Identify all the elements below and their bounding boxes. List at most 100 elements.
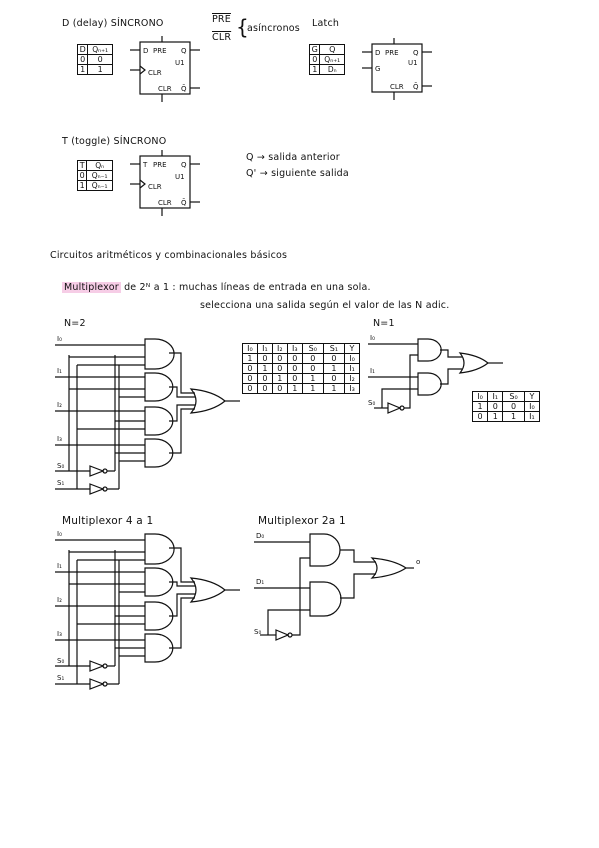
d-flipflop-block: D PRE Q U1 CLR CLR Q̄ (130, 36, 200, 102)
d-r0c0: 0 (76, 54, 89, 65)
m4-r3c3: 1 (286, 383, 303, 394)
mux21-s0-label: S₀ (254, 628, 261, 636)
pre-label: PRE (212, 14, 231, 25)
latch-qbar-pin: Q̄ (413, 82, 419, 91)
m4-r3c4: 1 (301, 383, 324, 394)
m4-r2c1: 0 (256, 373, 273, 384)
t-ff-clr-pin: CLR (158, 199, 172, 207)
m4-r3c0: 0 (242, 383, 258, 394)
m4-r2c4: 1 (301, 373, 324, 384)
m4-h6: Y (344, 343, 360, 354)
m4-h5: S₁ (322, 343, 346, 354)
mux41-i3-label: I₃ (57, 630, 62, 638)
d-r0c1: 0 (87, 54, 113, 65)
m4-r2c2: 1 (271, 373, 288, 384)
m2-r0c2: 0 (502, 401, 525, 412)
latch-d-pin: D (375, 49, 380, 57)
mux41-title: Multiplexor 4 a 1 (62, 515, 154, 527)
mux21-d1-label: D₁ (256, 578, 264, 586)
m4-r1c3: 0 (286, 363, 303, 374)
t-flipflop-title: T (toggle) SÍNCRONO (62, 136, 167, 147)
mux41-i2-label: I₂ (57, 596, 62, 604)
mux2-i0-label: I₀ (370, 334, 375, 342)
m4-h3: I₃ (286, 343, 303, 354)
n1-label: N=1 (373, 318, 395, 329)
m2-r1c0: 0 (471, 411, 489, 422)
mux21-schematic: D₀ D₁ S₀ o (254, 532, 420, 641)
latch-r1c1: Dₙ (319, 64, 345, 75)
m4-r2c5: 0 (322, 373, 346, 384)
m4-r1c1: 1 (256, 363, 273, 374)
latch-block: D PRE Q G U1 CLR Q̄ (362, 38, 432, 100)
d-ff-u1: U1 (175, 59, 185, 67)
mux4-i2-label: I₂ (57, 401, 62, 409)
mux21-d0-label: D₀ (256, 532, 264, 540)
q-note: Q → salida anterior (246, 152, 340, 163)
m4-r3c1: 0 (256, 383, 273, 394)
m2-h2: S₀ (502, 391, 525, 402)
m4-h4: S₀ (301, 343, 324, 354)
m4-r3c6: I₃ (344, 383, 360, 394)
m2-r1c1: 1 (487, 411, 504, 422)
mux-definition: Multiplexor de 2ᴺ a 1 : muchas líneas de… (62, 282, 371, 293)
mux21-title: Multiplexor 2a 1 (258, 515, 346, 527)
latch-h0: G (308, 44, 321, 55)
d-h1: Qₙ₊₁ (87, 44, 113, 55)
m4-r0c6: I₀ (344, 353, 360, 364)
m4-r1c2: 0 (271, 363, 288, 374)
m4-r0c3: 0 (286, 353, 303, 364)
section-title: Circuitos aritméticos y combinacionales … (50, 250, 288, 261)
t-h1: Qₙ (86, 160, 113, 171)
d-ff-q-pin: Q (181, 47, 187, 55)
t-ff-qbar-pin: Q̄ (181, 198, 187, 207)
mux4-i1-label: I₁ (57, 367, 62, 375)
latch-q-pin: Q (413, 49, 419, 57)
m4-r2c6: I₂ (344, 373, 360, 384)
mux41-i0-label: I₀ (57, 530, 62, 538)
m4-r1c5: 1 (322, 363, 346, 374)
mux41-s1-label: S₁ (57, 674, 64, 682)
latch-r0c1: Qₙ₊₁ (319, 54, 345, 65)
m2-r1c2: 1 (502, 411, 525, 422)
m2-r0c0: 1 (471, 401, 489, 412)
t-r1c0: 1 (76, 180, 88, 191)
mux2-i1-label: I₁ (370, 367, 375, 375)
d-ff-d-pin: D (143, 47, 148, 55)
t-r0c1: Qₙ₋₁ (86, 170, 113, 181)
t-r1c1: Q̄ₙ₋₁ (86, 180, 113, 191)
mux2-s0-label: S₀ (368, 399, 375, 407)
mux4-s0-label: S₀ (57, 462, 64, 470)
t-ff-t-pin: T (142, 161, 148, 169)
m4-h2: I₂ (271, 343, 288, 354)
m2-r1c3: I₁ (523, 411, 541, 422)
d-h0: D (76, 44, 89, 55)
m4-r0c2: 0 (271, 353, 288, 364)
d-r1c0: 1 (76, 64, 89, 75)
mux41-s0-label: S₀ (57, 657, 64, 665)
latch-clr-pin: CLR (390, 83, 404, 91)
m4-r2c3: 0 (286, 373, 303, 384)
latch-u1: U1 (408, 59, 418, 67)
t-ff-pre-pin: PRE (153, 161, 167, 169)
m4-r3c5: 1 (322, 383, 346, 394)
m4-r1c4: 0 (301, 363, 324, 374)
d-r1c1: 1 (87, 64, 113, 75)
m4-r1c0: 0 (242, 363, 258, 374)
d-flipflop-title: D (delay) SÍNCRONO (62, 18, 164, 29)
m4-r3c2: 0 (271, 383, 288, 394)
mux-definition-text: de 2ᴺ a 1 : muchas líneas de entrada en … (124, 282, 371, 293)
t-h0: T (76, 160, 88, 171)
m4-r0c5: 0 (322, 353, 346, 364)
mux21-out-label: o (416, 558, 420, 566)
d-ff-clr-pin: CLR (158, 85, 172, 93)
latch-r1c0: 1 (308, 64, 321, 75)
n2-label: N=2 (64, 318, 86, 329)
latch-pre-pin: PRE (385, 49, 399, 57)
m2-h3: Y (523, 391, 541, 402)
mux41-i1-label: I₁ (57, 562, 62, 570)
m2-h1: I₁ (487, 391, 504, 402)
